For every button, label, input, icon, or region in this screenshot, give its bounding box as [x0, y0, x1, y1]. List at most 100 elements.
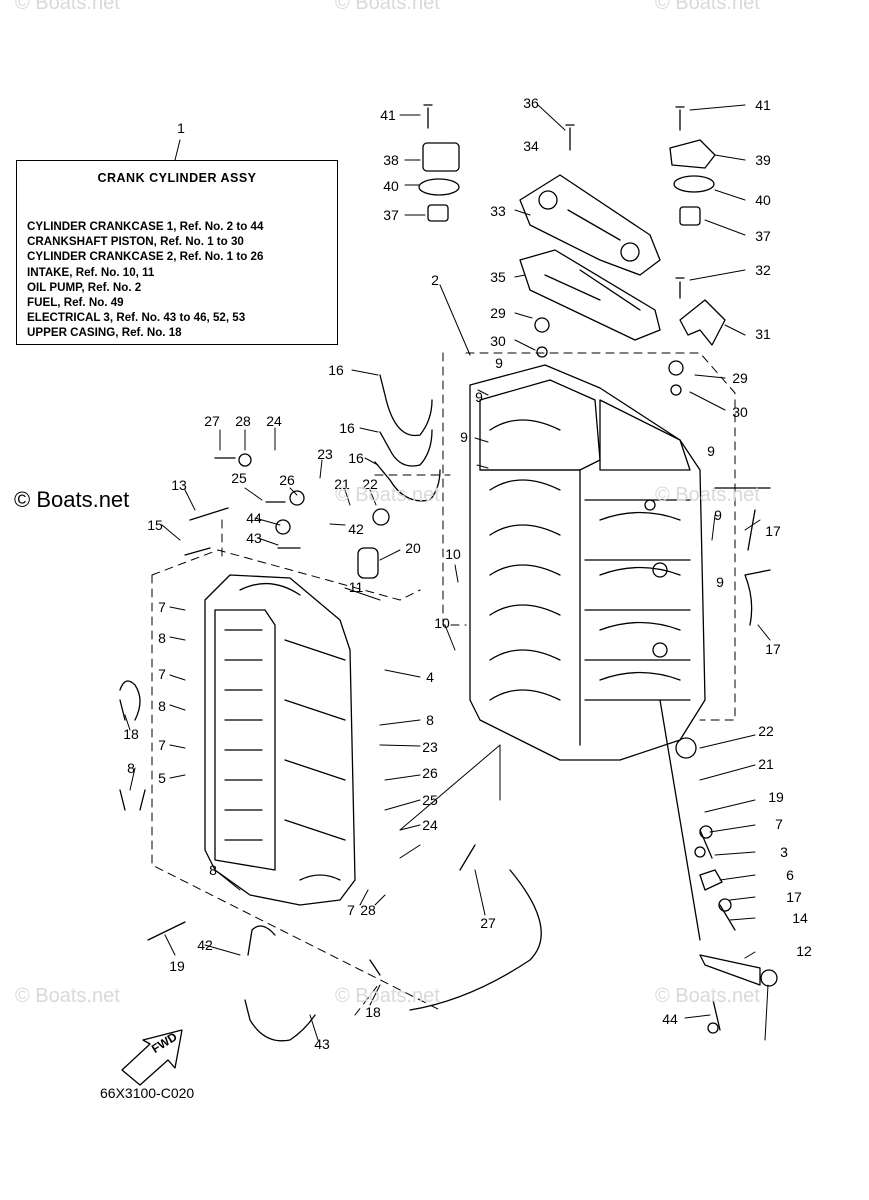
- thermostat-covers: [418, 139, 726, 346]
- legend-line: ELECTRICAL 3, Ref. No. 43 to 46, 52, 53: [27, 311, 246, 325]
- legend-line: CYLINDER CRANKCASE 1, Ref. No. 2 to 44: [27, 220, 264, 233]
- callout: 18: [123, 726, 139, 742]
- callout: 9: [495, 355, 503, 371]
- callout: 9: [460, 429, 468, 445]
- legend-line: CRANKSHAFT PISTON, Ref. No. 1 to 30: [27, 235, 244, 249]
- callout: 30: [732, 404, 748, 420]
- callout: 38: [383, 152, 399, 168]
- callout: 42: [348, 521, 364, 537]
- legend-line: UPPER CASING, Ref. No. 18: [27, 326, 182, 340]
- callout: 25: [231, 470, 247, 486]
- callout: 3: [780, 844, 788, 860]
- callout: 10: [445, 546, 461, 562]
- fwd-arrow-icon: [121, 1029, 183, 1086]
- callout: 12: [796, 943, 812, 959]
- fittings: [238, 317, 778, 1034]
- legend-line-list: CYLINDER CRANKCASE 1, Ref. No. 2 to 44 C…: [27, 219, 331, 341]
- callout: 20: [405, 540, 421, 556]
- callout: 4: [426, 669, 434, 685]
- callout: 7: [347, 902, 355, 918]
- callout: 8: [158, 630, 166, 646]
- callout: 7: [775, 816, 783, 832]
- callout: 7: [158, 599, 166, 615]
- callout: 42: [197, 937, 213, 953]
- callout: 8: [209, 862, 217, 878]
- watermark-text: © Boats.net: [655, 0, 760, 14]
- watermark-text: © Boats.net: [335, 985, 440, 1007]
- callout: 22: [362, 476, 378, 492]
- callout: 24: [266, 413, 282, 429]
- callout: 26: [422, 765, 438, 781]
- callout: 36: [523, 95, 539, 111]
- callout: 16: [339, 420, 355, 436]
- callout: 10: [434, 615, 450, 631]
- callout: 25: [422, 792, 438, 808]
- callout: 9: [475, 389, 483, 405]
- callout: 39: [755, 152, 771, 168]
- watermark-text: © Boats.net: [15, 0, 120, 14]
- callout: 2: [431, 272, 439, 288]
- watermark-text: © Boats.net: [655, 985, 760, 1007]
- drawing-code: 66X3100-C020: [100, 1085, 195, 1101]
- callout: 7: [158, 737, 166, 753]
- callout: 11: [348, 579, 364, 595]
- callout: 9: [716, 574, 724, 590]
- watermark-text: © Boats.net: [335, 0, 440, 14]
- brand-watermark: © Boats.net: [14, 487, 130, 512]
- callout: 9: [714, 507, 722, 523]
- callout: 7: [158, 666, 166, 682]
- hose-lines: [119, 374, 771, 1042]
- callout: 13: [171, 477, 187, 493]
- callout: 19: [169, 958, 185, 974]
- callout: 17: [765, 523, 781, 539]
- callout: 26: [279, 472, 295, 488]
- watermark-text: © Boats.net: [655, 484, 760, 506]
- callout: 21: [334, 476, 350, 492]
- callout-legend-ref: 1: [177, 120, 185, 136]
- callout: 17: [765, 641, 781, 657]
- callout: 9: [707, 443, 715, 459]
- callout: 34: [523, 138, 539, 154]
- callout: 41: [755, 97, 771, 113]
- bolts: [147, 104, 736, 1031]
- callout: 23: [422, 739, 438, 755]
- legend-box: CRANK CYLINDER ASSY CYLINDER CRANKCASE 1…: [16, 160, 338, 345]
- callout: 44: [662, 1011, 678, 1027]
- callout: 41: [380, 107, 396, 123]
- callout: 44: [246, 510, 262, 526]
- callout: 18: [365, 1004, 381, 1020]
- callout: 5: [158, 770, 166, 786]
- callout: 17: [786, 889, 802, 905]
- callout: 19: [768, 789, 784, 805]
- callout: 23: [317, 446, 333, 462]
- callout: 27: [204, 413, 220, 429]
- crankcase-left: [204, 574, 356, 906]
- callout: 35: [490, 269, 506, 285]
- callout: 27: [480, 915, 496, 931]
- callout: 28: [360, 902, 376, 918]
- callout: 37: [383, 207, 399, 223]
- callout: 28: [235, 413, 251, 429]
- callout: 24: [422, 817, 438, 833]
- callout: 29: [732, 370, 748, 386]
- callout: 16: [328, 362, 344, 378]
- callout: 43: [314, 1036, 330, 1052]
- legend-line: FUEL, Ref. No. 49: [27, 296, 124, 310]
- callout: 32: [755, 262, 771, 278]
- legend-line: OIL PUMP, Ref. No. 2: [27, 280, 142, 294]
- legend-line: CYLINDER CRANKCASE 2, Ref. No. 1 to 26: [27, 250, 264, 264]
- callout: 30: [490, 333, 506, 349]
- cover-plate-33: [519, 174, 661, 276]
- watermark-text: © Boats.net: [335, 484, 440, 506]
- callout: 14: [792, 910, 808, 926]
- callout: 31: [755, 326, 771, 342]
- callout: 40: [755, 192, 771, 208]
- legend-line: INTAKE, Ref. No. 10, 11: [27, 265, 155, 279]
- cylinder-block-right: [469, 364, 706, 761]
- callout: 15: [147, 517, 163, 533]
- callout: 6: [786, 867, 794, 883]
- callout: 40: [383, 178, 399, 194]
- callout: 29: [490, 305, 506, 321]
- callout: 16: [348, 450, 364, 466]
